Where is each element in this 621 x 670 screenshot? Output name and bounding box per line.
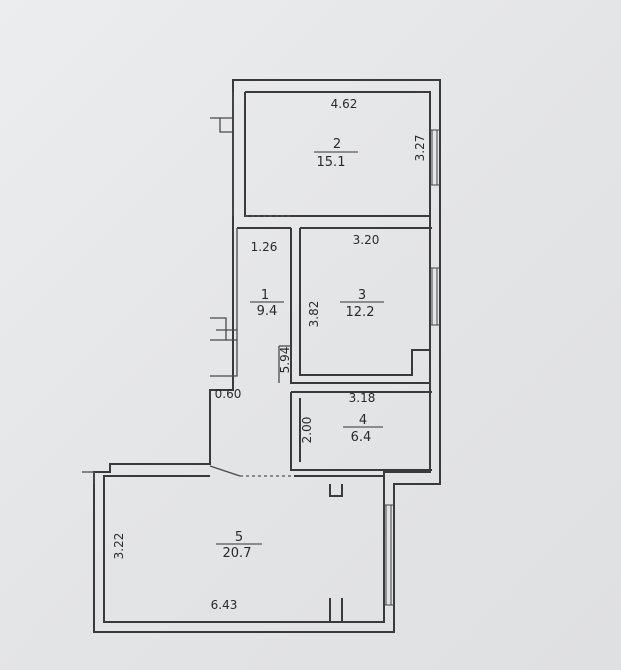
dimension-labels: 4.62 3.27 1.26 3.20 3.82 5.94 0.60 3.18 … — [112, 97, 427, 612]
room-label-4: 4 6.4 — [343, 413, 383, 445]
room-3-area: 12.2 — [346, 305, 375, 320]
corridor-walls — [210, 227, 291, 383]
room-3-walls — [290, 227, 432, 384]
dim-room2-height: 3.27 — [413, 135, 427, 162]
room-label-3: 3 12.2 — [340, 288, 384, 320]
room-1-number: 1 — [261, 288, 269, 303]
dim-room5-height: 3.22 — [112, 533, 126, 560]
room-1-area: 9.4 — [257, 304, 278, 319]
dim-room5-width: 6.43 — [211, 598, 238, 612]
room-label-1: 1 9.4 — [250, 288, 284, 319]
room-4-walls — [290, 391, 432, 471]
dim-niche-width: 0.60 — [215, 387, 242, 401]
room-4-area: 6.4 — [351, 430, 372, 445]
room-5-number: 5 — [235, 530, 243, 545]
room-5-walls — [209, 465, 384, 622]
room-label-5: 5 20.7 — [216, 530, 262, 561]
room-2-walls — [244, 92, 430, 217]
room-2-number: 2 — [333, 137, 341, 152]
room-4-number: 4 — [359, 413, 367, 428]
dim-corridor-top: 1.26 — [251, 240, 278, 254]
dim-room3-width: 3.20 — [353, 233, 380, 247]
room-2-area: 15.1 — [317, 155, 346, 170]
room-label-2: 2 15.1 — [314, 137, 358, 170]
dim-room4-width: 3.18 — [349, 391, 376, 405]
windows — [384, 129, 440, 606]
dim-corridor-length: 5.94 — [278, 347, 292, 374]
room-3-number: 3 — [358, 288, 366, 303]
outer-walls — [93, 79, 441, 633]
dim-room3-height: 3.82 — [307, 301, 321, 328]
entrance-details — [82, 117, 237, 484]
dim-room4-height: 2.00 — [300, 417, 314, 444]
dim-room2-width: 4.62 — [331, 97, 358, 111]
room-5-area: 20.7 — [223, 546, 252, 561]
